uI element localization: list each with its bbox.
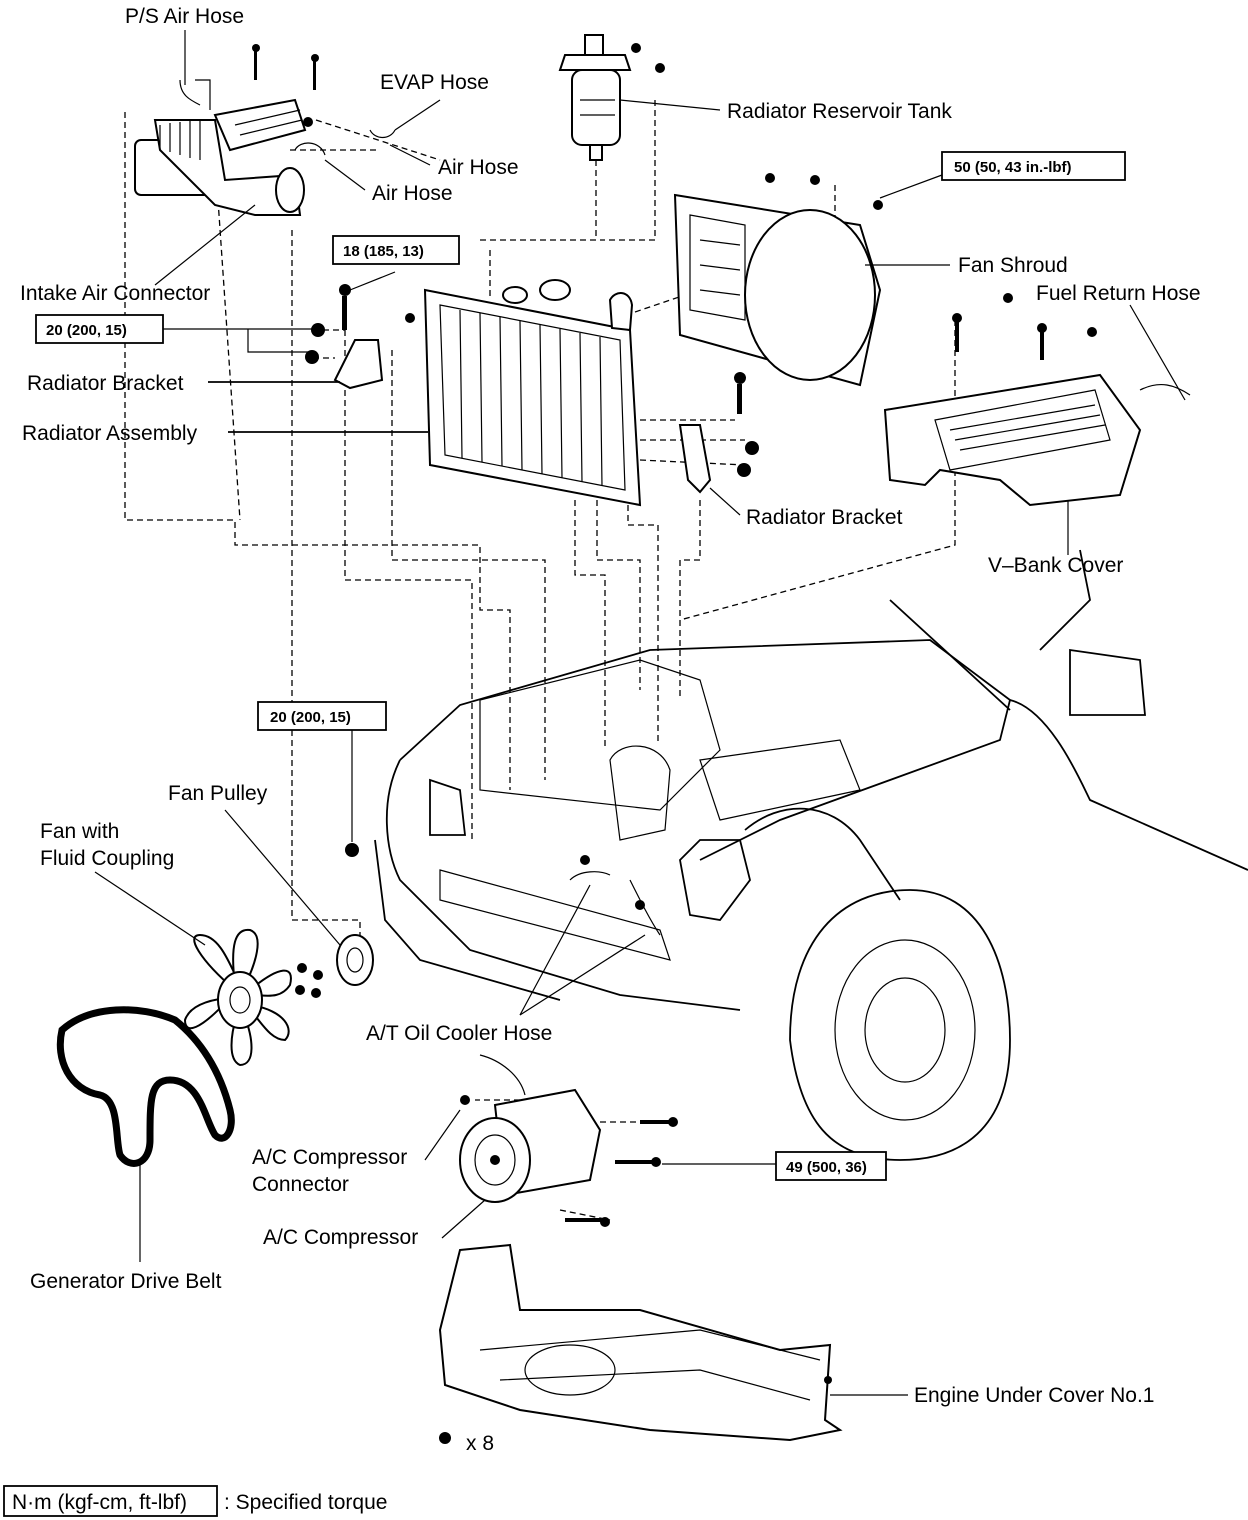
radiator-bracket-left-part xyxy=(305,284,384,390)
label-generator-drive-belt: Generator Drive Belt xyxy=(30,1270,222,1293)
label-air-hose-2: Air Hose xyxy=(372,182,453,205)
intake-air-connector-part xyxy=(134,79,307,216)
at-oil-cooler-hose-part xyxy=(569,855,661,936)
torque-spec-boxes: 18 (185, 13) 20 (200, 15) 50 (50, 43 in.… xyxy=(35,151,1126,1181)
label-fan-shroud: Fan Shroud xyxy=(958,254,1068,277)
label-fan-with-fluid-coupling-line2: Fluid Coupling xyxy=(40,847,174,870)
fan-with-fluid-coupling-part xyxy=(183,928,292,1067)
label-ac-compressor: A/C Compressor xyxy=(263,1226,418,1249)
label-fan-with-fluid-coupling-line1: Fan with xyxy=(40,820,119,843)
torque-radiator-side-nut: 20 (200, 15) xyxy=(46,322,127,339)
radiator-bracket-right-part xyxy=(678,372,759,494)
vehicle-body-part xyxy=(374,549,1248,1161)
v-bank-cover-part xyxy=(883,293,1191,507)
part-labels: P/S Air Hose EVAP Hose Radiator Reservoi… xyxy=(20,5,1201,1455)
label-ac-compressor-connector-line1: A/C Compressor xyxy=(252,1146,407,1169)
air-hoses-part xyxy=(252,44,396,156)
ac-compressor-part xyxy=(459,1054,678,1227)
label-bolt-count: x 8 xyxy=(466,1432,494,1455)
label-fan-pulley: Fan Pulley xyxy=(168,782,268,805)
engine-under-cover-part xyxy=(438,1243,843,1444)
torque-radiator-top-bolt: 18 (185, 13) xyxy=(343,243,424,260)
torque-legend: N·m (kgf-cm, ft-lbf) : Specified torque xyxy=(3,1485,387,1517)
fan-pulley-part xyxy=(295,843,374,998)
torque-compressor-bolt: 49 (500, 36) xyxy=(786,1159,867,1176)
label-radiator-reservoir-tank: Radiator Reservoir Tank xyxy=(727,100,952,123)
label-evap-hose: EVAP Hose xyxy=(380,71,489,94)
label-ps-air-hose: P/S Air Hose xyxy=(125,5,244,28)
label-fuel-return-hose: Fuel Return Hose xyxy=(1036,282,1201,305)
label-at-oil-cooler-hose: A/T Oil Cooler Hose xyxy=(366,1022,552,1045)
legend-description: : Specified torque xyxy=(224,1491,387,1514)
radiator-reservoir-tank-part xyxy=(558,34,665,161)
label-intake-air-connector: Intake Air Connector xyxy=(20,282,210,305)
torque-fan-nut: 20 (200, 15) xyxy=(270,709,351,726)
label-radiator-bracket-left: Radiator Bracket xyxy=(27,372,184,395)
label-radiator-bracket-right: Radiator Bracket xyxy=(746,506,903,529)
fan-shroud-part xyxy=(673,173,883,387)
label-engine-under-cover: Engine Under Cover No.1 xyxy=(914,1384,1154,1407)
legend-unit: N·m (kgf-cm, ft-lbf) xyxy=(12,1491,187,1514)
label-air-hose-1: Air Hose xyxy=(438,156,519,179)
generator-drive-belt-part xyxy=(56,1006,235,1167)
label-radiator-assembly: Radiator Assembly xyxy=(22,422,198,445)
label-v-bank-cover: V–Bank Cover xyxy=(988,554,1123,577)
label-ac-compressor-connector-line2: Connector xyxy=(252,1173,349,1196)
torque-fan-shroud-bolt: 50 (50, 43 in.-lbf) xyxy=(954,159,1072,176)
leader-lines xyxy=(94,30,1186,1396)
radiator-assembly-part xyxy=(405,279,642,507)
